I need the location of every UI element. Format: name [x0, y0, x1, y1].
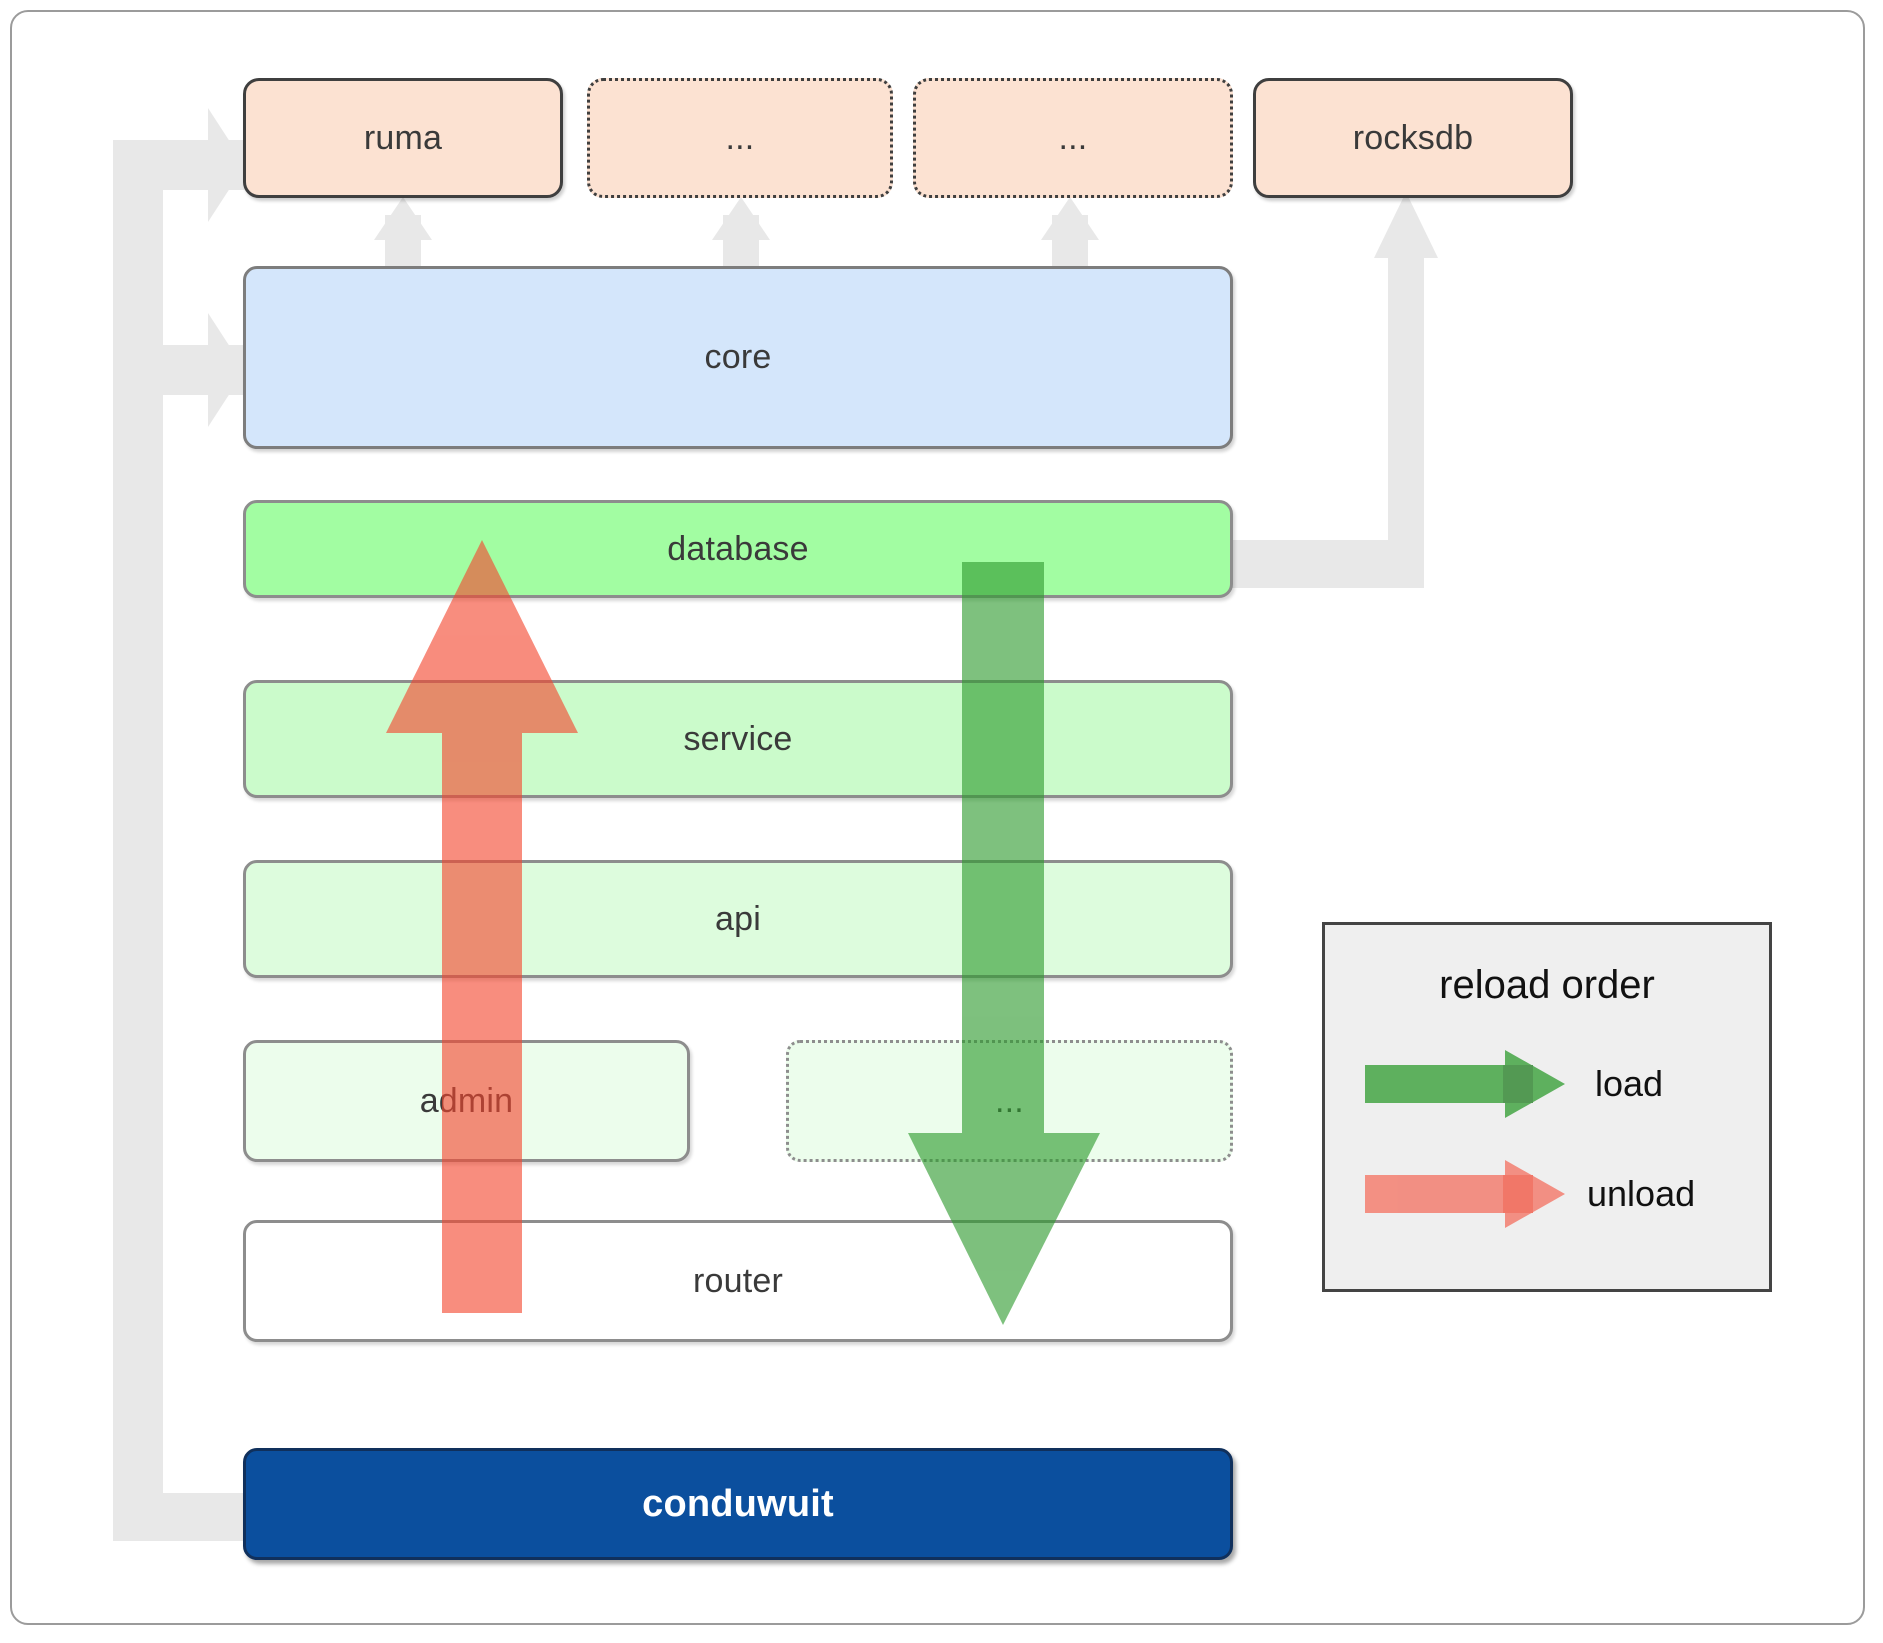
- dependency-node-ruma[interactable]: ruma: [243, 78, 563, 198]
- legend-arrows: [1365, 1050, 1565, 1228]
- legend-label-load: load: [1595, 1063, 1664, 1104]
- legend-panel: reload order load unload: [1322, 922, 1772, 1292]
- dependency-node-placeholder-2[interactable]: ...: [913, 78, 1233, 198]
- layer-node-api[interactable]: api: [243, 860, 1233, 978]
- layer-node-database[interactable]: database: [243, 500, 1233, 598]
- connector-core-to-dep1: [712, 197, 770, 267]
- legend-load-arrow: [1365, 1050, 1565, 1118]
- connector-core-to-ruma: [374, 197, 432, 267]
- unload-arrow-large: [386, 540, 578, 1313]
- connector-conduwuit-to-deps: [113, 108, 248, 1541]
- connector-database-to-rocksdb: [1225, 192, 1438, 588]
- layer-node-core[interactable]: core: [243, 266, 1233, 449]
- layer-node-router[interactable]: router: [243, 1220, 1233, 1342]
- load-arrow-large: [908, 562, 1100, 1325]
- legend-label-unload: unload: [1587, 1173, 1696, 1214]
- legend-unload-arrow: [1365, 1160, 1565, 1228]
- connector-core-to-dep2: [1041, 197, 1099, 267]
- legend-title: reload order: [1439, 963, 1655, 1007]
- dependency-node-placeholder-1[interactable]: ...: [587, 78, 893, 198]
